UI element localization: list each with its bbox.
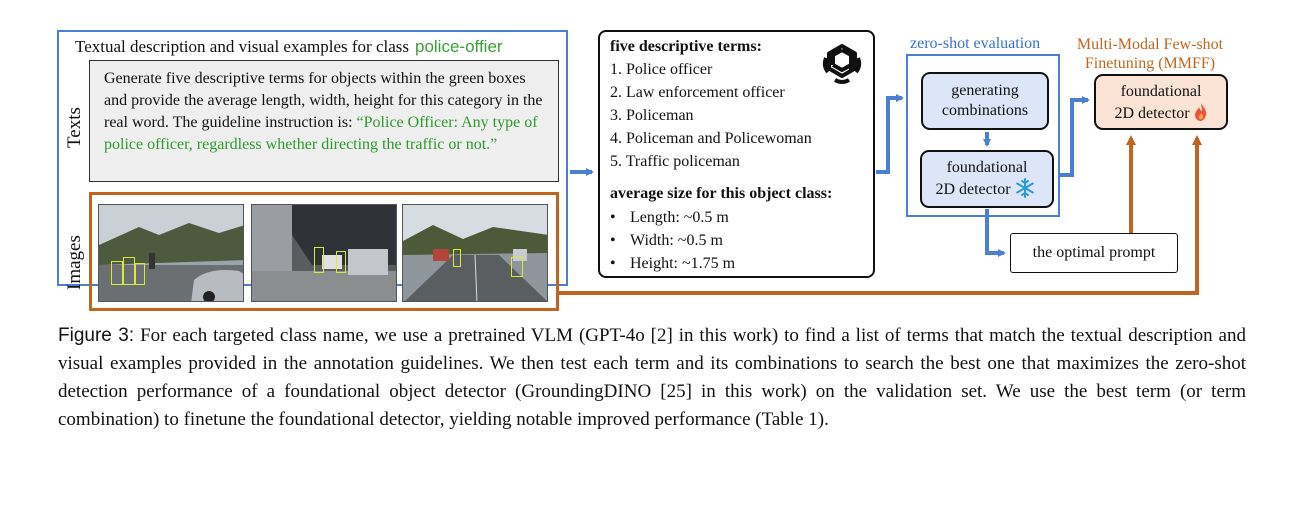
fd-node-line2: 2D detector — [935, 181, 1011, 198]
bbox — [314, 247, 324, 273]
caption-text: For each targeted class name, we use a p… — [58, 325, 1246, 430]
zero-shot-panel — [906, 54, 1060, 217]
size-bullet: • — [610, 209, 616, 226]
fd-node-line2-wrap: 2D detector — [935, 178, 1038, 200]
bbox — [111, 261, 123, 285]
example-image-1 — [98, 204, 244, 302]
bbox — [336, 251, 346, 273]
gen-node-line2: combinations — [941, 102, 1029, 119]
bbox — [123, 257, 135, 285]
texts-box: Generate five descriptive terms for obje… — [89, 60, 559, 182]
figure-label: Figure 3: — [58, 325, 135, 346]
snowflake-icon — [1015, 178, 1034, 198]
gen-node-line1: generating — [951, 82, 1019, 99]
zero-shot-label: zero-shot evaluation — [910, 35, 1041, 52]
street-scene-2 — [252, 205, 396, 301]
generating-combinations-node: generating combinations — [921, 72, 1049, 130]
guideline-text: “Police Officer: Any type of police offi… — [104, 114, 538, 153]
mmff-label: Multi-Modal Few-shot Finetuning (MMFF) — [1062, 35, 1238, 73]
size-bullet: • — [610, 255, 616, 272]
bbox — [453, 249, 461, 267]
term-item: 4. Policeman and Policewoman — [610, 130, 812, 147]
bbox — [511, 257, 523, 277]
mmff-node-line2: 2D detector — [1114, 105, 1190, 122]
optimal-prompt-node: the optimal prompt — [1010, 233, 1178, 273]
arrow-detector-to-optimal — [985, 209, 1006, 257]
left-panel-title-text: Textual description and visual examples … — [75, 37, 409, 56]
fd-node-line1: foundational — [946, 159, 1028, 176]
descriptive-terms-box: five descriptive terms: 1. Police office… — [598, 30, 875, 278]
figure-caption: Figure 3: For each targeted class name, … — [58, 322, 1246, 434]
term-item: 3. Policeman — [610, 107, 694, 124]
foundational-detector-finetune-node: foundational 2D detector — [1094, 74, 1228, 130]
mmff-node-line1: foundational — [1120, 83, 1202, 100]
size-item: Width: ~0.5 m — [630, 232, 723, 249]
term-item: 2. Law enforcement officer — [610, 84, 785, 101]
example-image-3 — [402, 204, 548, 302]
example-image-2 — [251, 204, 397, 302]
arrow-middle-to-zeroshot — [876, 94, 904, 174]
foundational-detector-frozen-node: foundational 2D detector — [920, 150, 1054, 208]
term-item: 1. Police officer — [610, 61, 713, 78]
class-name: police-offier — [415, 37, 503, 56]
mmff-node-line2-wrap: 2D detector — [1114, 102, 1207, 124]
arrow-images-to-mmff — [559, 135, 1202, 295]
mmff-label-line1: Multi-Modal Few-shot — [1076, 36, 1224, 53]
mmff-label-line2: Finetuning (MMFF) — [1084, 55, 1216, 72]
size-bullet: • — [610, 232, 616, 249]
images-box — [89, 192, 559, 311]
term-item: 5. Traffic policeman — [610, 153, 740, 170]
prompt-text: Generate five descriptive terms for obje… — [104, 70, 543, 131]
size-item: Length: ~0.5 m — [630, 209, 729, 226]
arrow-zeroshot-to-mmff — [1060, 96, 1090, 177]
size-item: Height: ~1.75 m — [630, 255, 736, 272]
terms-heading: five descriptive terms: — [610, 38, 762, 55]
openai-logo-icon — [822, 44, 862, 84]
size-heading: average size for this object class: — [610, 185, 833, 202]
fire-icon — [1194, 103, 1206, 121]
street-scene-3 — [403, 205, 547, 301]
left-panel-title: Textual description and visual examples … — [75, 37, 503, 57]
bbox — [135, 263, 145, 285]
street-scene-1 — [99, 205, 243, 301]
